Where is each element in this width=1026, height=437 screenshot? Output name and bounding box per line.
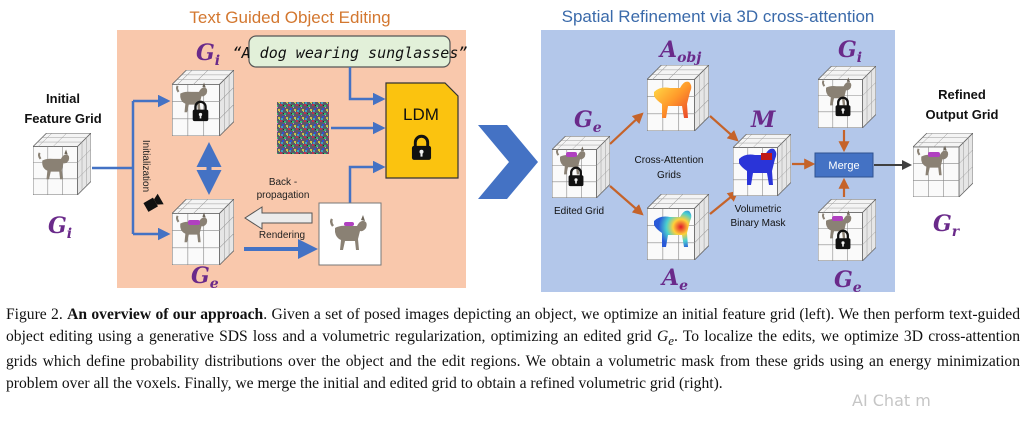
caption-title: An overview of our approach <box>67 306 264 323</box>
ae-grid-cube <box>647 194 709 260</box>
refined-label-line1: Refined <box>938 87 986 102</box>
sunglasses-mark <box>928 152 940 157</box>
sunglasses-mark <box>566 152 577 157</box>
gi-grid-cube <box>172 70 234 136</box>
caption-text-2: . To localize the edits, we optimize 3D … <box>6 327 1021 392</box>
initialization-label: Initialization <box>140 140 151 192</box>
initial-label-line2: Feature Grid <box>24 111 101 126</box>
noise-image <box>277 102 329 154</box>
backprop-label-line2: propagation <box>257 190 310 201</box>
backprop-label-line1: Back - <box>269 177 297 188</box>
edited-grid-label: Edited Grid <box>554 206 604 217</box>
backprop-arrow <box>244 206 313 230</box>
caption-text-1: . Given a set of posed images depicting … <box>6 306 1020 345</box>
merge-label: Merge <box>828 160 859 172</box>
arrow-ge-to-ae <box>609 185 644 216</box>
caption-math-sub: e <box>668 332 675 348</box>
edit-attention-heatmap <box>654 210 692 247</box>
edited-grid-cube <box>552 136 610 198</box>
object-attention-heatmap <box>654 81 692 118</box>
ge-right-grid-cube <box>818 199 876 261</box>
right-panel-title: Spatial Refinement via 3D cross-attentio… <box>562 7 875 26</box>
ldm-label: LDM <box>403 105 439 124</box>
overview-figure: Text Guided Object Editing Initial Featu… <box>24 7 999 296</box>
symbol-ae: Ae <box>660 265 688 294</box>
watermark-logo: AI Chat m <box>852 391 931 410</box>
left-panel-title: Text Guided Object Editing <box>189 8 390 27</box>
refined-label-line2: Output Grid <box>926 107 999 122</box>
ldm-block <box>385 82 459 179</box>
symbol-gr: Gr <box>933 211 961 240</box>
refined-output-grid-cube <box>913 133 973 197</box>
volumetric-mask-label-line1: Volumetric <box>735 204 782 215</box>
caption-fig-label: Figure 2. <box>6 306 63 323</box>
arrow-aobj-to-mask <box>709 115 739 142</box>
sunglasses-mark <box>832 216 843 221</box>
chevron-arrow-icon <box>478 125 538 199</box>
aobj-grid-cube <box>647 65 709 131</box>
arrow-ae-to-mask <box>709 190 739 215</box>
mask-grid-cube <box>733 134 791 196</box>
ge-grid-cube <box>172 199 234 265</box>
rendering-label: Rendering <box>259 230 305 241</box>
initial-label-line1: Initial <box>46 91 80 106</box>
symbol-m: M <box>750 107 776 133</box>
arrow-init-stem <box>92 101 135 234</box>
sunglasses-mark <box>344 222 354 226</box>
symbol-gi-top: Gi <box>196 40 220 69</box>
merge-block <box>814 152 874 178</box>
symbol-gi-input: Gi <box>48 213 72 242</box>
arrow-prompt-to-ldm <box>348 67 386 106</box>
figure-caption: Figure 2. An overview of our approach. G… <box>6 304 1020 394</box>
initial-grid-cube <box>33 133 91 195</box>
symbol-ge-left: Ge <box>191 263 219 292</box>
caption-math-g: G <box>656 327 669 345</box>
arrow-ge-to-aobj <box>609 112 644 145</box>
symbol-ge-right: Ge <box>574 107 602 136</box>
gi-right-grid-cube <box>818 66 876 128</box>
arrow-render-to-ldm <box>348 160 386 203</box>
cross-attention-label-line1: Cross-Attention <box>635 155 704 166</box>
symbol-gi-right: Gi <box>838 37 862 66</box>
volumetric-mask-label-line2: Binary Mask <box>730 218 786 229</box>
symbol-ge-bottom-right: Ge <box>834 267 862 296</box>
cross-attention-label-line2: Grids <box>657 170 681 181</box>
symbol-aobj: Aobj <box>658 37 701 66</box>
text-prompt: “A dog wearing sunglasses” <box>233 44 468 62</box>
sunglasses-mark <box>188 220 200 225</box>
camera-icon <box>143 193 164 212</box>
